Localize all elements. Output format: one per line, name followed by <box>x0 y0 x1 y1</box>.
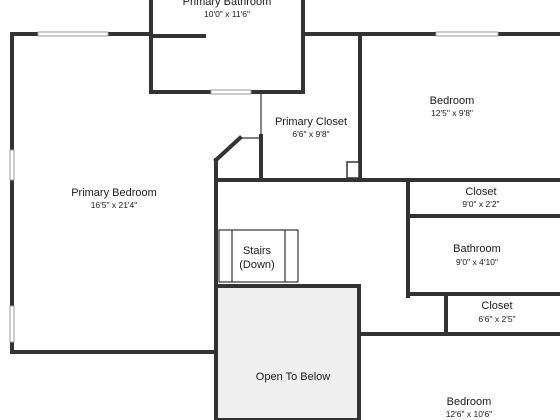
bedroom-2-name: Bedroom <box>447 396 492 408</box>
closet-1-name: Closet <box>465 186 496 198</box>
primary-bathroom-name: Primary Bathroom <box>183 0 272 8</box>
open-to-below-name: Open To Below <box>256 371 330 383</box>
bathroom-name: Bathroom <box>453 243 501 255</box>
bedroom-2-dims: 12'6" x 10'6" <box>446 409 493 419</box>
stairs-label-line1: Stairs <box>243 245 272 257</box>
stairs-label-line2: (Down) <box>239 259 274 271</box>
open-to-below-area <box>216 286 359 420</box>
closet-1-dims: 9'0" x 2'2" <box>462 199 499 209</box>
bathroom-dims: 9'0" x 4'10" <box>456 257 498 267</box>
primary-closet-name: Primary Closet <box>275 116 347 128</box>
stairs-treads <box>218 229 299 283</box>
primary-closet-dims: 6'6" x 9'8" <box>292 129 329 139</box>
bedroom-1-dims: 12'5" x 9'8" <box>431 108 473 118</box>
chase <box>346 161 360 179</box>
walls <box>10 0 560 420</box>
closet-door <box>213 94 262 163</box>
primary-bedroom-dims: 16'5" x 21'4" <box>91 200 138 210</box>
bedroom-1-name: Bedroom <box>430 95 475 107</box>
closet-2-dims: 6'6" x 2'5" <box>478 314 515 324</box>
primary-bathroom-dims: 10'0" x 11'6" <box>204 9 250 19</box>
closet-2-name: Closet <box>481 300 512 312</box>
windows <box>9 31 499 343</box>
primary-bedroom-name: Primary Bedroom <box>71 187 157 199</box>
